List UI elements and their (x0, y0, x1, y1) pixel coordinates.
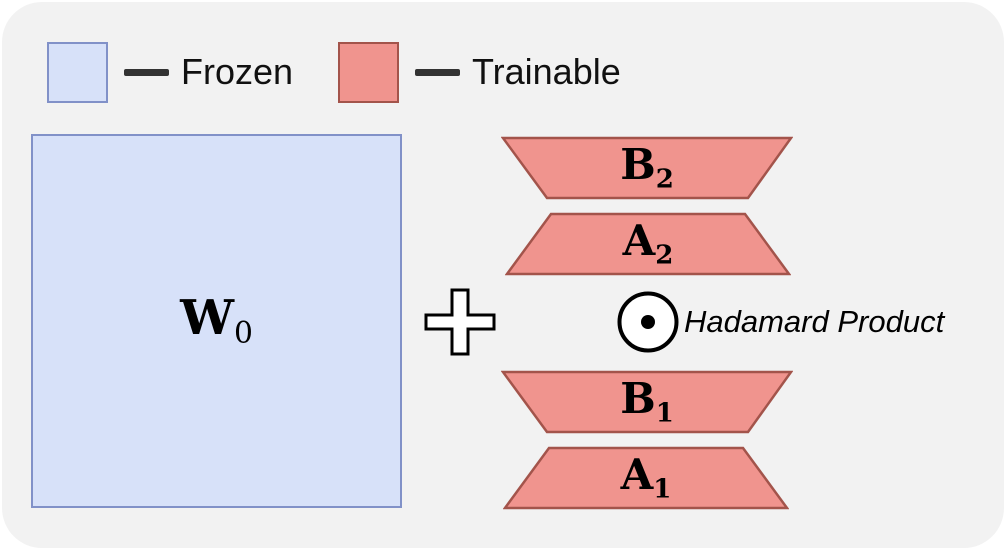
plus-icon (424, 288, 496, 356)
frozen-weight-matrix: W0 (31, 134, 402, 508)
a1-symbol: A (620, 449, 654, 499)
w0-symbol: W (180, 289, 234, 346)
adapter-b1-label: B1 (501, 370, 793, 434)
b1-subscript: 1 (655, 398, 674, 429)
adapter-b2-label: B2 (501, 136, 793, 200)
hadamard-product-icon (615, 289, 681, 355)
a2-subscript: 2 (655, 240, 674, 271)
adapter-a1-shape (503, 446, 789, 510)
legend-item-trainable: Trainable (338, 41, 621, 103)
legend-item-frozen: Frozen (47, 41, 293, 103)
trainable-swatch (338, 41, 399, 103)
b2-subscript: 2 (655, 164, 674, 195)
adapter-b1-shape (501, 370, 793, 434)
w0-subscript: 0 (233, 315, 253, 351)
hadamard-product-label: Hadamard Product (684, 304, 945, 339)
legend-trainable-label: Trainable (472, 51, 621, 92)
adapter-a2-label: A2 (505, 212, 791, 276)
legend-dash (124, 68, 169, 76)
legend-frozen-label: Frozen (181, 51, 294, 92)
adapter-a1-label: A1 (503, 446, 789, 510)
b1-symbol: B (620, 373, 656, 423)
a1-subscript: 1 (653, 474, 672, 505)
frozen-swatch (47, 41, 108, 103)
w0-label: W0 (180, 294, 253, 349)
b2-symbol: B (620, 139, 656, 189)
a2-symbol: A (622, 215, 656, 265)
adapter-a2-shape (505, 212, 791, 276)
adapter-b2-shape (501, 136, 793, 200)
legend-dash (415, 68, 460, 76)
